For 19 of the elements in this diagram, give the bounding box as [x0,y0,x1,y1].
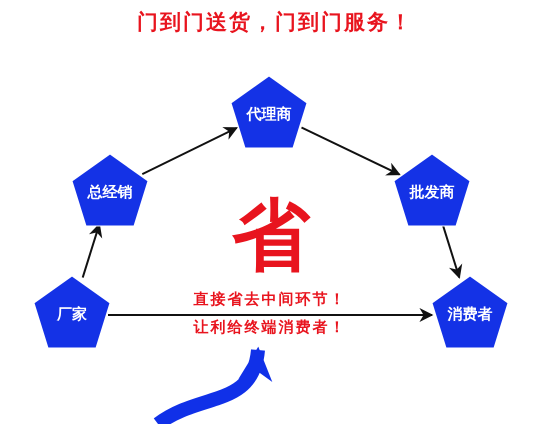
curved-arrow [154,346,270,424]
node-label: 批发商 [408,182,456,202]
arrow [442,224,462,279]
pentagon-node [229,74,309,150]
node-label: 总经销 [86,182,134,202]
slogan-text: 让利给终端消费者！ [160,317,380,337]
pentagon-node [430,274,510,350]
arrow [142,127,238,175]
pentagon-node [392,152,472,228]
node-label: 厂家 [56,304,88,324]
large-character: 省 [232,196,310,276]
pentagon-node [32,274,112,350]
title: 门到门送货，门到门服务！ [137,10,413,34]
pentagon-node [70,152,150,228]
node-label: 代理商 [245,104,292,124]
arrow [108,308,434,322]
slogan-text: 直接省去中间环节！ [160,289,380,309]
arrow [301,126,401,176]
node-label: 消费者 [446,304,494,324]
